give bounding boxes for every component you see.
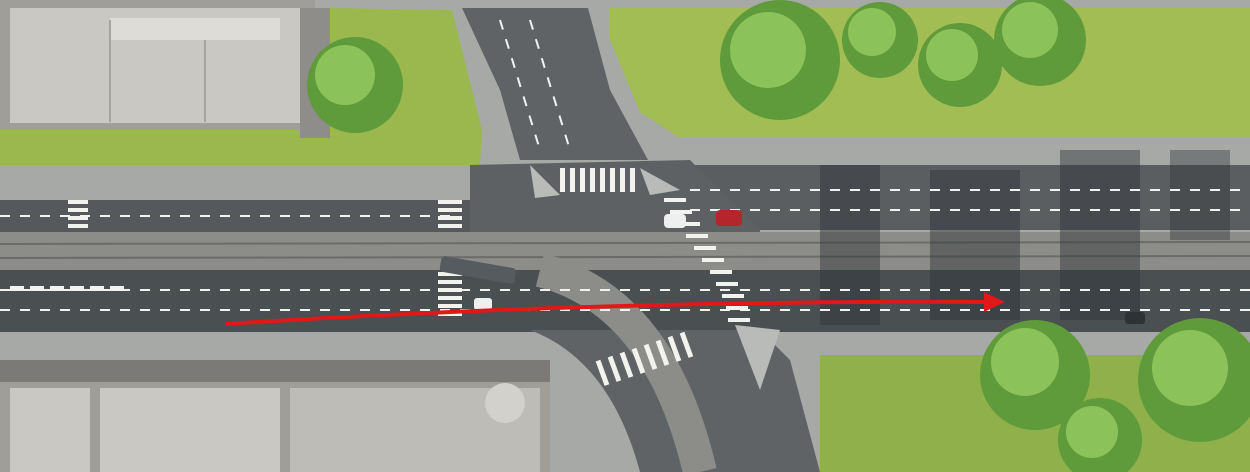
tree-shadow — [930, 170, 1020, 320]
car-red — [716, 210, 742, 226]
crosswalk-bottom-left — [10, 286, 124, 291]
route-arrow — [225, 292, 1005, 326]
car-dark — [1125, 312, 1145, 324]
tram-curve — [535, 253, 717, 472]
traffic-island — [735, 325, 780, 390]
car-white — [474, 298, 492, 310]
building-bottom-left — [0, 360, 550, 472]
road-top-carriageway-east — [680, 165, 1250, 230]
traffic-island — [640, 168, 680, 195]
tram-corridor — [0, 232, 1250, 270]
tree-shadow — [1170, 150, 1230, 240]
tree-shadow — [820, 165, 880, 325]
tree-shadow — [1060, 150, 1140, 320]
tram-vehicle — [439, 256, 517, 284]
traffic-island — [530, 165, 560, 198]
lane-markings — [0, 19, 1250, 311]
tram-rail — [0, 255, 1250, 259]
route-arrow-line — [225, 299, 991, 326]
crosswalk-south — [595, 331, 694, 386]
grass-strip-bottom-left — [0, 332, 180, 362]
crosswalk-north — [560, 168, 635, 192]
building-top-left — [0, 0, 330, 138]
vehicles — [439, 210, 1145, 324]
car-white — [664, 214, 686, 228]
route-arrow-head — [984, 292, 1005, 312]
tram-rail — [0, 241, 1250, 245]
crosswalk-east-diagonal — [664, 198, 750, 322]
trees — [307, 0, 1250, 472]
